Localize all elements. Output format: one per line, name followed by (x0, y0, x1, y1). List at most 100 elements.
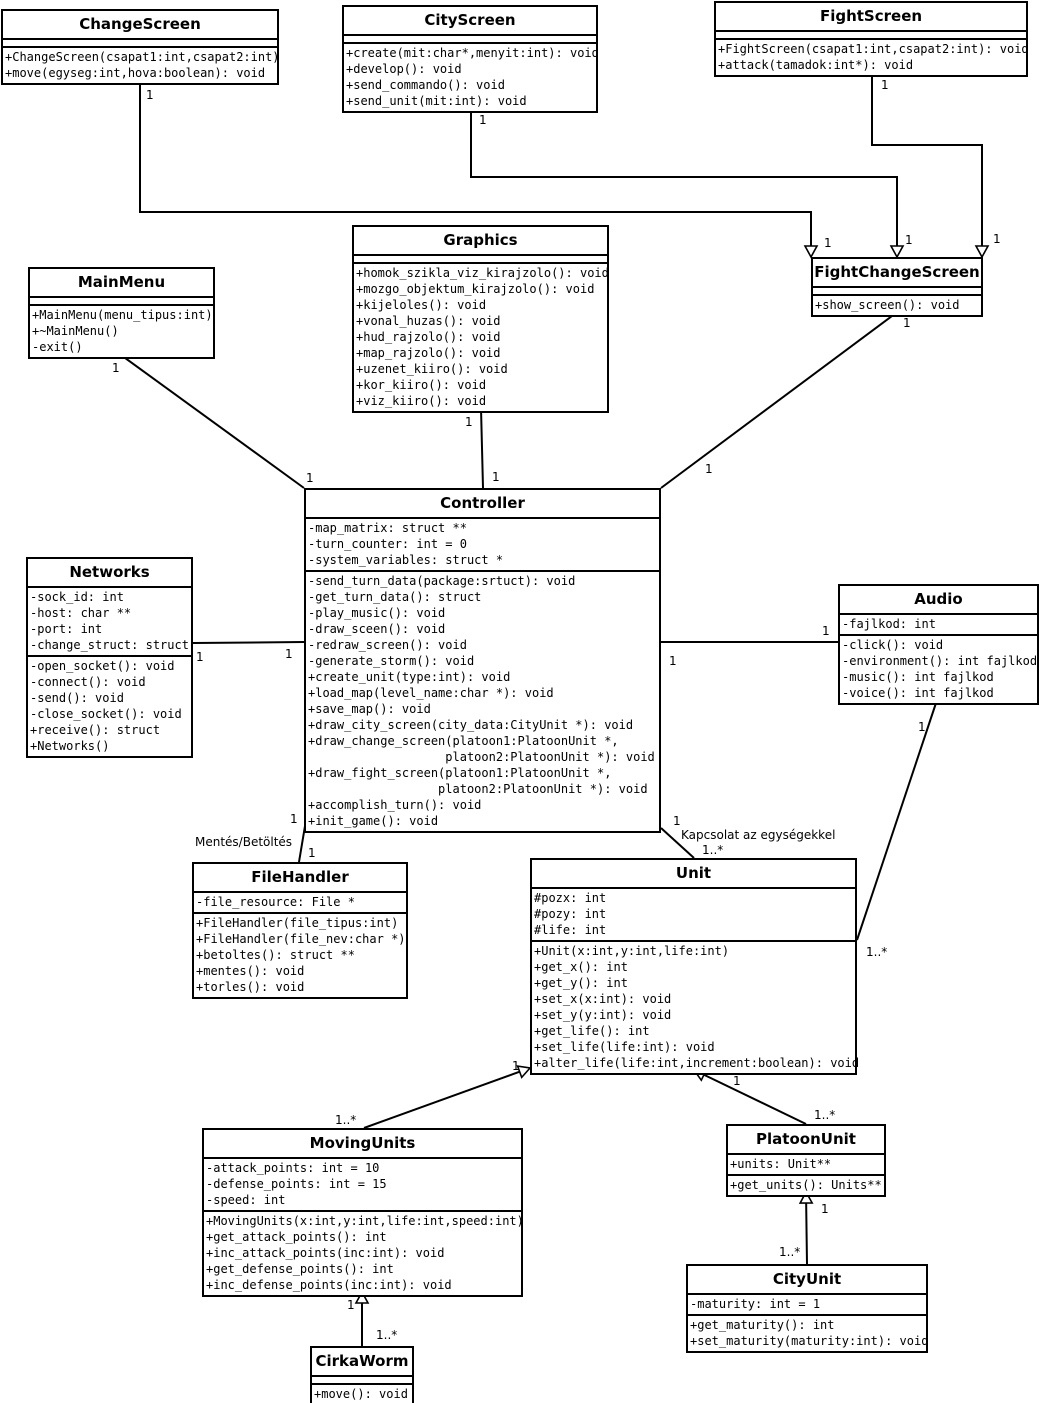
attribute-compartment (354, 256, 607, 264)
multiplicity-label: 1 (918, 720, 926, 734)
multiplicity-label: 1..* (866, 945, 888, 959)
class-graphics[interactable]: Graphics +homok_szikla_viz_kirajzolo(): v… (352, 225, 609, 413)
attribute-compartment: +units: Unit** (728, 1155, 884, 1176)
class-controller[interactable]: Controller-map_matrix: struct **-turn_co… (304, 488, 661, 833)
method-compartment: -send_turn_data(package:srtuct): void-ge… (306, 572, 659, 831)
class-name: MainMenu (30, 269, 213, 298)
attribute: -maturity: int = 1 (690, 1297, 821, 1311)
multiplicity-label: 1..* (376, 1328, 398, 1342)
relation-fightscreen-fightchangescreen (871, 72, 990, 259)
multiplicity-label: 1 (479, 113, 487, 127)
method-compartment: +show_screen(): void (813, 296, 981, 315)
method: -get_turn_data(): struct (308, 590, 482, 604)
method: +kijeloles(): void (356, 298, 487, 312)
class-cirka-worm[interactable]: CirkaWorm+move(): void (310, 1346, 414, 1403)
relation-line (703, 1073, 807, 1125)
class-city-screen[interactable]: CityScreen+create(mit:char*,menyit:int):… (342, 5, 599, 113)
class-name: Graphics (354, 227, 607, 256)
class-name: Audio (840, 586, 1037, 615)
method: +FightScreen(csapat1:int,csapat2:int): v… (718, 42, 1029, 56)
attribute: -sock_id: int (30, 590, 124, 604)
relation-line (660, 312, 897, 489)
method: -send(): void (30, 691, 124, 705)
class-name: Networks (28, 559, 191, 588)
relation-graphics-controller (480, 407, 484, 489)
method-compartment: +FightScreen(csapat1:int,csapat2:int): v… (716, 40, 1029, 75)
attribute: #pozy: int (534, 907, 607, 921)
method: +homok_szikla_viz_kirajzolo(): void (356, 266, 609, 280)
method: +hud_rajzolo(): void (356, 330, 501, 344)
method: +map_rajzolo(): void (356, 346, 501, 360)
method: +attack(tamadok:int*): void (718, 58, 914, 72)
relation-line (192, 641, 305, 644)
generalization-arrowhead (803, 245, 819, 259)
method-compartment: +ChangeScreen(csapat1:int,csapat2:int)+m… (3, 48, 280, 83)
method: +get_maturity(): int (690, 1318, 835, 1332)
method: +load_map(level_name:char *): void (308, 686, 554, 700)
generalization-arrowhead (354, 1290, 370, 1304)
method: +set_x(x:int): void (534, 992, 672, 1006)
attribute-compartment: -file_resource: File * (194, 893, 406, 914)
class-file-handler[interactable]: FileHandler-file_resource: File * +FileHa… (192, 862, 408, 999)
class-name: FightChangeScreen (813, 259, 981, 288)
attribute-compartment (3, 40, 277, 48)
class-name: PlatoonUnit (728, 1126, 884, 1155)
relation-networks-controller (192, 641, 305, 644)
method: +send_commando(): void (346, 78, 505, 92)
attribute: -attack_points: int = 10 (206, 1161, 380, 1175)
class-city-unit[interactable]: CityUnit-maturity: int = 1+get_maturity(… (686, 1264, 928, 1353)
attribute: -fajlkod: int (842, 617, 936, 631)
attribute: -speed: int (206, 1193, 286, 1207)
class-audio[interactable]: Audio-fajlkod: int-click(): void-environ… (838, 584, 1039, 705)
multiplicity-label: 1 (881, 78, 889, 92)
multiplicity-label: 1 (492, 470, 500, 484)
class-name: FileHandler (194, 864, 406, 893)
relation-platoonunit-unit (692, 1068, 807, 1125)
method-compartment: +create(mit:char*,menyit:int): void+deve… (344, 44, 599, 111)
class-name: MovingUnits (204, 1130, 521, 1159)
method: +draw_fight_screen(platoon1:PlatoonUnit … (308, 766, 648, 796)
relation-mainmenu-controller (120, 354, 305, 489)
multiplicity-label: 1 (146, 88, 154, 102)
relation-changescreen-fightchangescreen (139, 80, 819, 259)
method: +send_unit(mit:int): void (346, 94, 527, 108)
method: +set_life(life:int): void (534, 1040, 715, 1054)
attribute-compartment: -attack_points: int = 10-defense_points:… (204, 1159, 521, 1212)
class-moving-units[interactable]: MovingUnits-attack_points: int = 10-defe… (202, 1128, 524, 1297)
method: +move(egyseg:int,hova:boolean): void (5, 66, 266, 80)
method: +Unit(x:int,y:int,life:int) (534, 944, 730, 958)
method: +uzenet_kiiro(): void (356, 362, 508, 376)
method: -draw_sceen(): void (308, 622, 446, 636)
class-fight-screen[interactable]: FightScreen+FightScreen(csapat1:int,csap… (714, 1, 1029, 77)
method: +Networks() (30, 739, 110, 753)
class-unit[interactable]: Unit#pozx: int#pozy: int#life: int+Unit(… (530, 858, 860, 1075)
attribute: -turn_counter: int = 0 (308, 537, 467, 551)
relation-cityunit-platoonunit (798, 1190, 814, 1265)
method: -environment(): int fajlkod (842, 654, 1038, 668)
class-fight-change-screen[interactable]: FightChangeScreen +show_screen(): void (811, 257, 983, 317)
method: +FileHandler(file_tipus:int) (196, 916, 399, 930)
class-platoon-unit[interactable]: PlatoonUnit+units: Unit**+get_units(): U… (726, 1124, 886, 1197)
relation-cirkaworm-movingunits (354, 1290, 370, 1346)
multiplicity-label: 1 (196, 650, 204, 664)
attribute-compartment (813, 288, 981, 296)
multiplicity-label: 1..* (779, 1245, 801, 1259)
method: +create_unit(type:int): void (308, 670, 511, 684)
method: +alter_life(life:int,increment:boolean):… (534, 1056, 860, 1070)
method: +inc_defense_points(inc:int): void (206, 1278, 452, 1292)
relation-line (470, 108, 898, 246)
multiplicity-label: 1..* (335, 1113, 357, 1127)
class-main-menu[interactable]: MainMenu+MainMenu(menu_tipus:int)+~MainM… (28, 267, 215, 359)
attribute: -map_matrix: struct ** (308, 521, 467, 535)
class-networks[interactable]: Networks-sock_id: int-host: char **-port… (26, 557, 193, 758)
class-change-screen[interactable]: ChangeScreen+ChangeScreen(csapat1:int,cs… (1, 9, 280, 85)
relation-line (480, 407, 484, 489)
method-compartment: +MovingUnits(x:int,y:int,life:int,speed:… (204, 1212, 524, 1295)
relation-line (120, 354, 305, 489)
multiplicity-label: 1 (905, 233, 913, 247)
method: -redraw_screen(): void (308, 638, 467, 652)
attribute-compartment: -map_matrix: struct ** -turn_counter: int… (306, 519, 659, 572)
method: +draw_city_screen(city_data:CityUnit *):… (308, 718, 634, 732)
multiplicity-label: 1 (903, 316, 911, 330)
multiplicity-label: 1 (993, 232, 1001, 246)
